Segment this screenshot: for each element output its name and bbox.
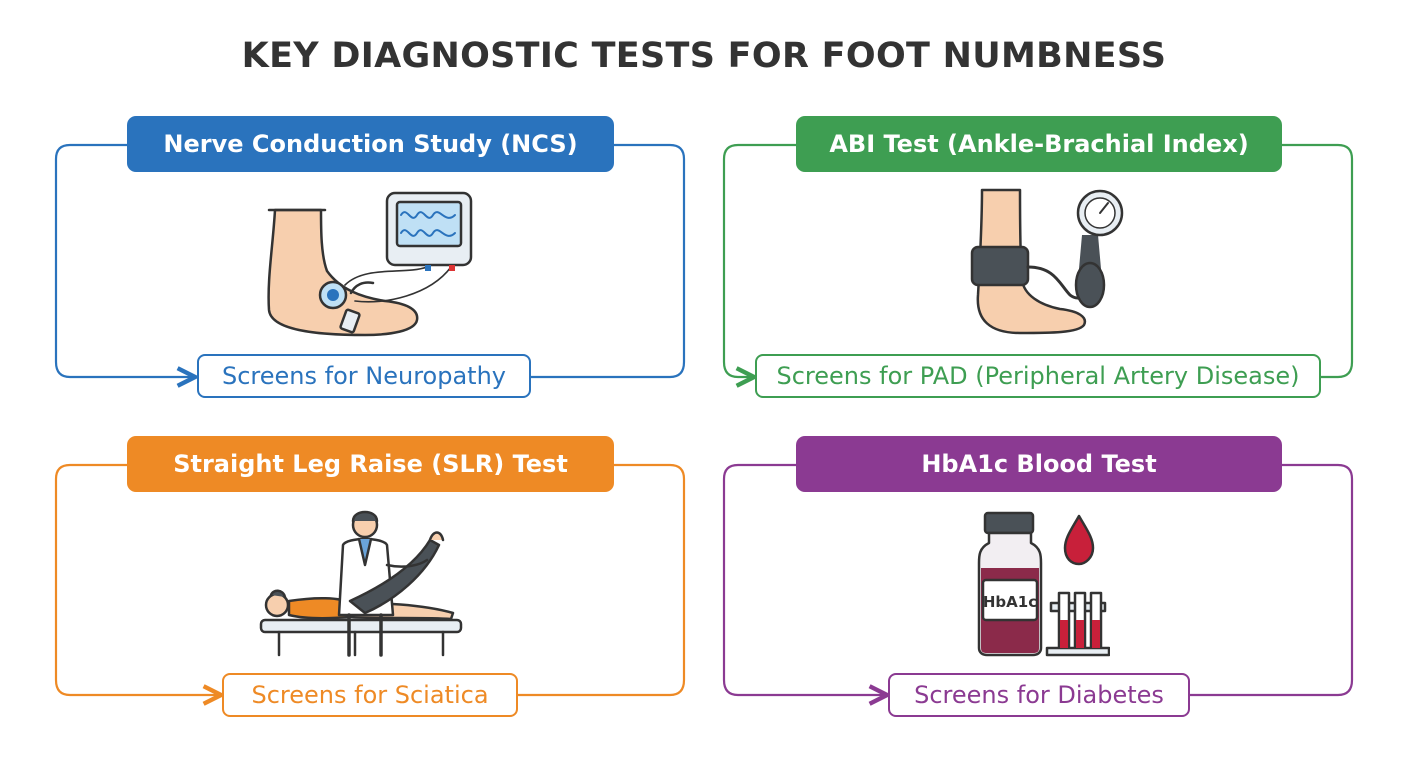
abi-result: Screens for PAD (Peripheral Artery Disea…: [755, 354, 1321, 398]
ncs-title: Nerve Conduction Study (NCS): [127, 116, 614, 172]
card-frame-abi: [722, 143, 796, 377]
ankle-cuff-gauge-icon: [970, 188, 1124, 335]
vial-label: HbA1c: [983, 593, 1037, 611]
blood-sample-vial-icon: HbA1c: [977, 511, 1110, 657]
ncs-result: Screens for Neuropathy: [197, 354, 531, 398]
slr-result: Screens for Sciatica: [222, 673, 518, 717]
card-frame-slr: [54, 463, 219, 695]
foot-electrode-monitor-icon: [267, 191, 473, 337]
card-frame-hba1c: [722, 463, 885, 695]
doctor-leg-raise-icon: [259, 510, 463, 657]
page-title: KEY DIAGNOSTIC TESTS FOR FOOT NUMBNESS: [241, 36, 1167, 76]
card-frame-ncs: [54, 143, 193, 377]
slr-title: Straight Leg Raise (SLR) Test: [127, 436, 614, 492]
abi-title: ABI Test (Ankle-Brachial Index): [796, 116, 1282, 172]
hba1c-title: HbA1c Blood Test: [796, 436, 1282, 492]
hba1c-result: Screens for Diabetes: [888, 673, 1190, 717]
